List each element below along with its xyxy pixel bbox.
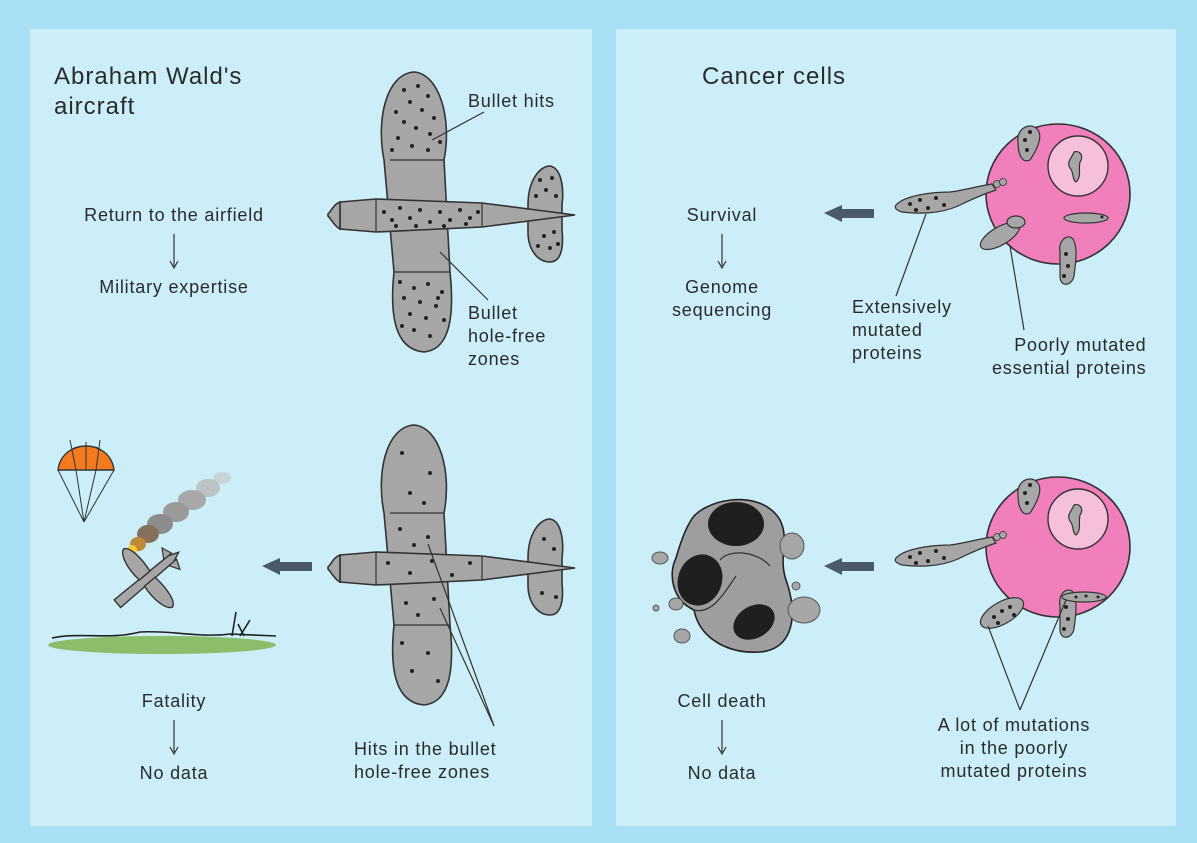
poor-leader bbox=[1010, 246, 1024, 330]
no-data-left-label: No data bbox=[64, 762, 284, 785]
left-arrow-aircraft bbox=[262, 558, 312, 575]
survival-label: Survival bbox=[642, 204, 802, 227]
extensively-mutated-label: Extensively mutated proteins bbox=[852, 296, 952, 365]
free-zones-label: Bullet hole-free zones bbox=[468, 302, 546, 371]
extensive-leader bbox=[896, 214, 926, 296]
ground bbox=[48, 612, 276, 654]
cell-death-label: Cell death bbox=[642, 690, 802, 713]
arrow-survival bbox=[824, 205, 874, 222]
return-label: Return to the airfield bbox=[64, 204, 284, 227]
poorly-mutated-label: Poorly mutated essential proteins bbox=[992, 334, 1146, 380]
genome-sequencing-label: Genome sequencing bbox=[642, 276, 802, 322]
no-data-right-label: No data bbox=[642, 762, 802, 785]
hits-in-free-zones-label: Hits in the bullet hole-free zones bbox=[354, 738, 496, 784]
aircraft-panel-title: Abraham Wald's aircraft bbox=[54, 62, 242, 122]
mutations-label: A lot of mutations in the poorly mutated… bbox=[906, 714, 1122, 783]
lost-aircraft bbox=[328, 425, 575, 705]
military-expertise-label: Military expertise bbox=[64, 276, 284, 299]
cancer-panel-title: Cancer cells bbox=[702, 62, 846, 92]
arrow-cell-death bbox=[824, 558, 874, 575]
mutations-leader-1 bbox=[988, 626, 1020, 710]
dying-cell bbox=[895, 477, 1130, 637]
parachute bbox=[58, 440, 114, 522]
smoke-trail bbox=[127, 472, 231, 555]
bullet-hits-label: Bullet hits bbox=[468, 90, 555, 113]
mutations-leader-2 bbox=[1020, 600, 1066, 710]
fatality-label: Fatality bbox=[64, 690, 284, 713]
dead-cell bbox=[652, 500, 820, 653]
